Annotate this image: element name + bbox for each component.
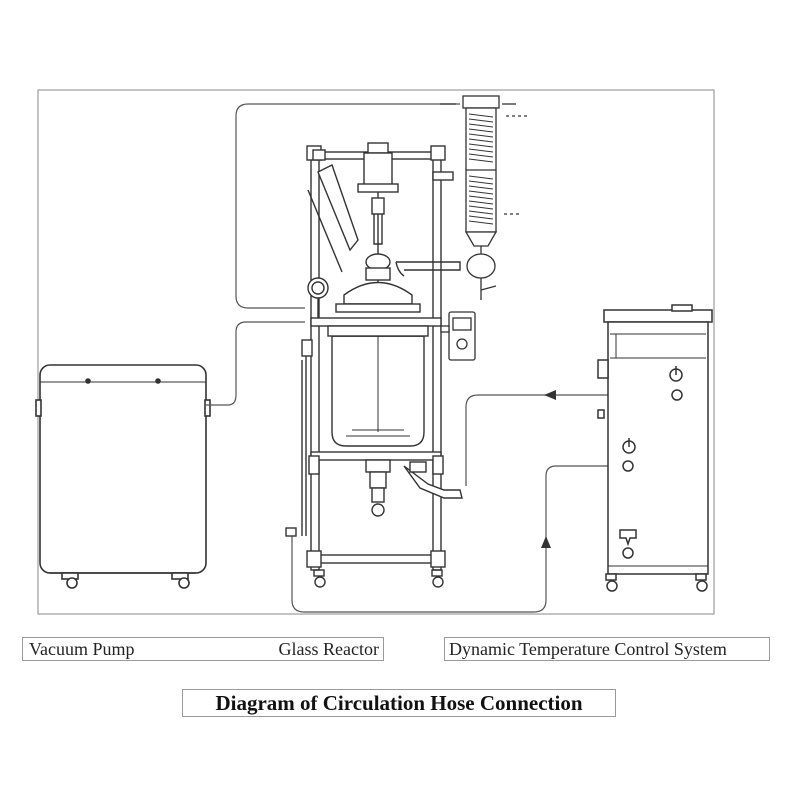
caption-left: Vacuum Pump Glass Reactor <box>22 637 384 661</box>
caption-right: Dynamic Temperature Control System <box>444 637 770 661</box>
speed-controller <box>440 311 476 361</box>
flow-arrows <box>541 390 556 548</box>
condenser <box>440 95 530 300</box>
diagram-title: Diagram of Circulation Hose Connection <box>182 689 616 717</box>
diagram-frame <box>37 89 715 615</box>
circulation-hoses <box>206 103 672 613</box>
label-vacuum-pump: Vacuum Pump <box>29 639 135 659</box>
glass-reactor <box>285 142 463 588</box>
condenser-coil <box>468 113 494 225</box>
label-glass-reactor: Glass Reactor <box>278 639 379 659</box>
vacuum-pump <box>35 364 211 589</box>
temperature-control-unit <box>597 304 713 592</box>
label-temperature-control: Dynamic Temperature Control System <box>449 639 727 659</box>
